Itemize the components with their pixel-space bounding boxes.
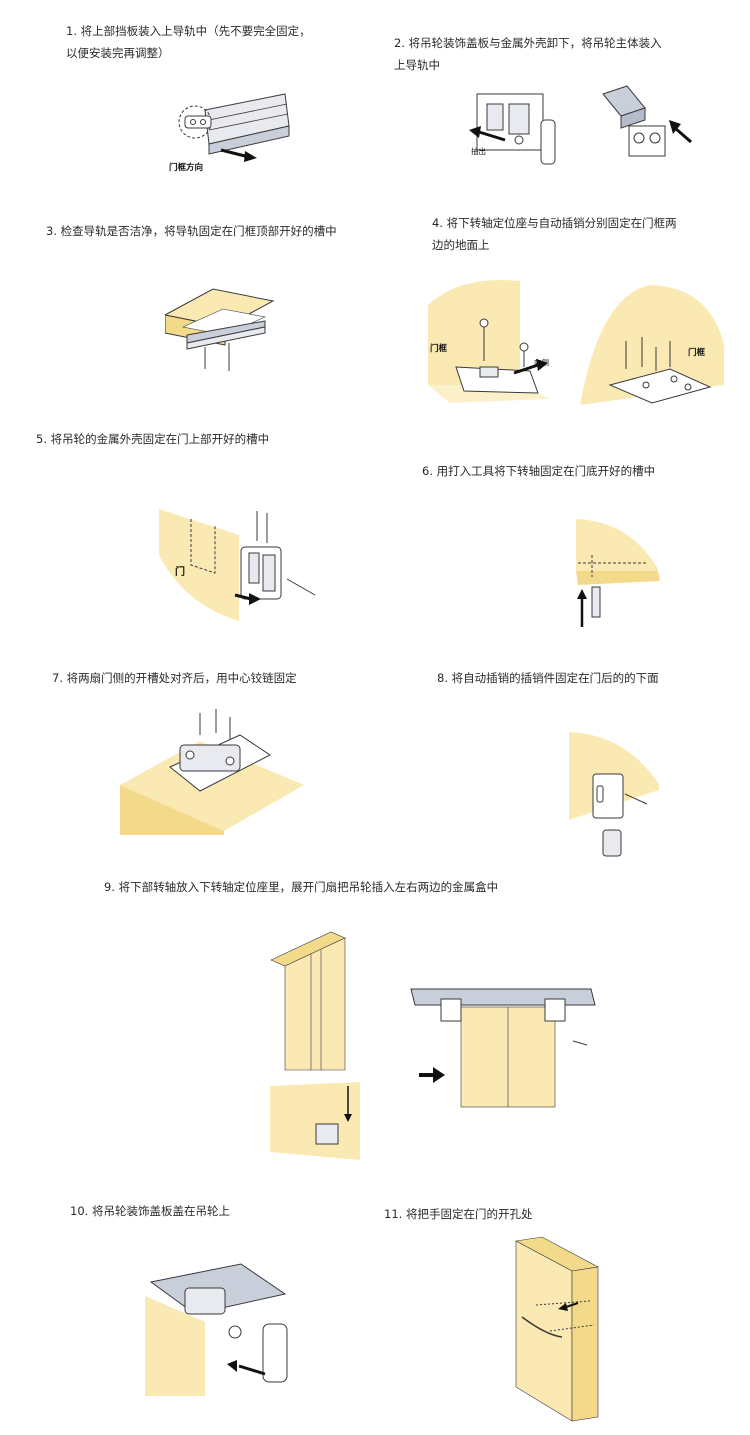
- step-2-caption: 2. 将吊轮装饰盖板与金属外壳卸下，将吊轮主体装入 上导轨中: [394, 32, 662, 76]
- step-6-line-1: 6. 用打入工具将下转轴固定在门底开好的槽中: [422, 460, 655, 482]
- step-2-label-pull-out: 抽出: [471, 146, 486, 156]
- step-1-illustration: 门框方向: [165, 90, 295, 180]
- step-8-illustration: [565, 730, 665, 860]
- step-7-illustration: [120, 705, 305, 835]
- step-10-caption: 10. 将吊轮装饰盖板盖在吊轮上: [70, 1200, 230, 1222]
- step-2-illustration: 抽出: [465, 80, 705, 180]
- step-1-line-2: 以便安装完再调整）: [66, 42, 311, 64]
- step-9-caption: 9. 将下部转轴放入下转轴定位座里，展开门扇把吊轮插入左右两边的金属盒中: [104, 876, 498, 898]
- step-4-label-frame-left: 门框: [430, 343, 448, 354]
- step-7-caption: 7. 将两扇门侧的开槽处对齐后，用中心铰链固定: [52, 667, 297, 689]
- step-6-caption: 6. 用打入工具将下转轴固定在门底开好的槽中: [422, 460, 655, 482]
- step-6-illustration: [570, 515, 665, 630]
- step-9-illustration-a: [265, 930, 360, 1075]
- step-5-illustration: 门: [155, 495, 335, 625]
- step-2-line-2: 上导轨中: [394, 54, 662, 76]
- step-11-illustration: [510, 1235, 605, 1423]
- step-4-label-inside: 内侧: [534, 357, 549, 367]
- step-1-label-frame-direction: 门框方向: [169, 162, 203, 173]
- step-3-illustration: [165, 285, 275, 380]
- step-4-label-frame-right: 门框: [688, 347, 706, 358]
- step-4-illustration: 门框 内侧 门框: [420, 275, 730, 425]
- step-4-line-2: 边的地面上: [432, 234, 677, 256]
- step-8-caption: 8. 将自动插销的插销件固定在门后的的下面: [437, 667, 659, 689]
- step-9-illustration-b: [268, 1080, 363, 1165]
- step-11-line-1: 11. 将把手固定在门的开孔处: [384, 1203, 532, 1225]
- step-7-line-1: 7. 将两扇门侧的开槽处对齐后，用中心铰链固定: [52, 667, 297, 689]
- step-8-line-1: 8. 将自动插销的插销件固定在门后的的下面: [437, 667, 659, 689]
- step-5-line-1: 5. 将吊轮的金属外壳固定在门上部开好的槽中: [36, 428, 269, 450]
- step-1-caption: 1. 将上部挡板装入上导轨中（先不要完全固定， 以便安装完再调整）: [66, 20, 311, 64]
- step-5-caption: 5. 将吊轮的金属外壳固定在门上部开好的槽中: [36, 428, 269, 450]
- step-11-caption: 11. 将把手固定在门的开孔处: [384, 1203, 532, 1225]
- step-10-line-1: 10. 将吊轮装饰盖板盖在吊轮上: [70, 1200, 230, 1222]
- step-1-line-1: 1. 将上部挡板装入上导轨中（先不要完全固定，: [66, 20, 311, 42]
- step-4-caption: 4. 将下转轴定位座与自动插销分别固定在门框两 边的地面上: [432, 212, 677, 256]
- step-3-line-1: 3. 检查导轨是否洁净，将导轨固定在门框顶部开好的槽中: [46, 220, 337, 242]
- step-3-caption: 3. 检查导轨是否洁净，将导轨固定在门框顶部开好的槽中: [46, 220, 337, 242]
- step-9-illustration-c: [405, 985, 600, 1110]
- step-9-line-1: 9. 将下部转轴放入下转轴定位座里，展开门扇把吊轮插入左右两边的金属盒中: [104, 876, 498, 898]
- step-2-line-1: 2. 将吊轮装饰盖板与金属外壳卸下，将吊轮主体装入: [394, 32, 662, 54]
- step-4-line-1: 4. 将下转轴定位座与自动插销分别固定在门框两: [432, 212, 677, 234]
- step-5-label-door: 门: [175, 565, 185, 578]
- step-10-illustration: [145, 1262, 295, 1397]
